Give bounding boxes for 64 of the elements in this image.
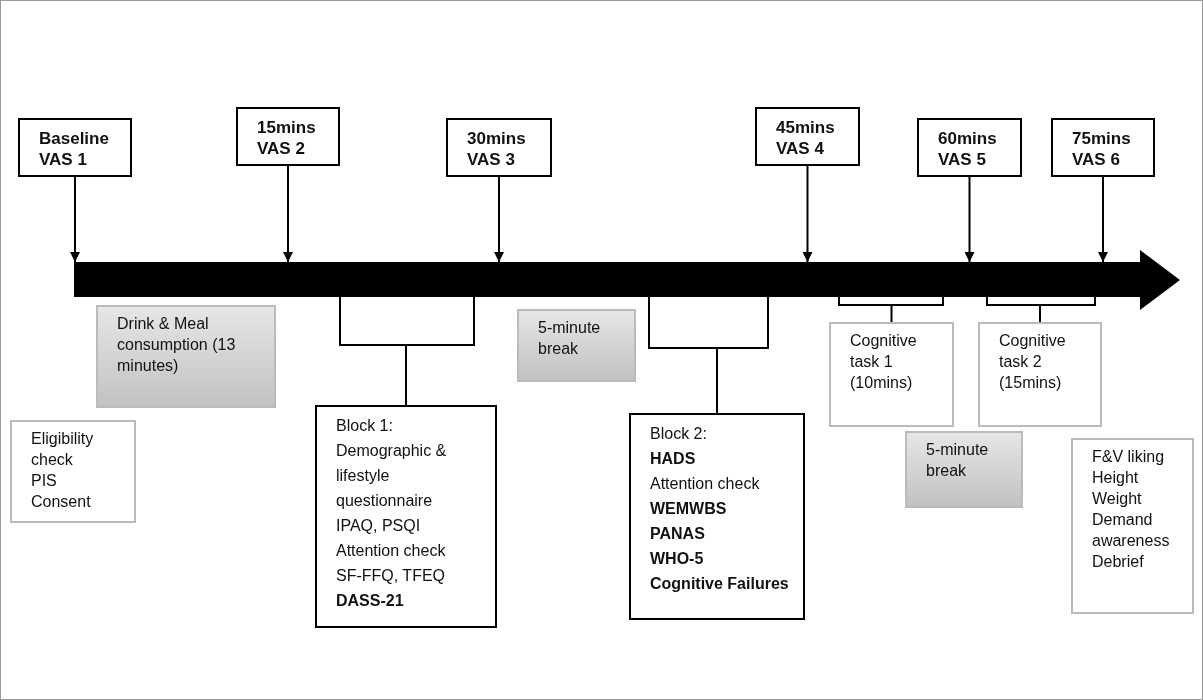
box-text: WHO-5 [650, 549, 704, 569]
box-text: 5-minute break [538, 318, 602, 359]
break-box [517, 309, 636, 382]
box-text: VAS 2 [257, 138, 305, 159]
timepoint-box [1051, 118, 1155, 177]
box-text: VAS 1 [39, 149, 87, 170]
questionnaire-block-box [629, 413, 805, 620]
box-text: Demand awareness [1092, 510, 1171, 551]
timepoint-box [236, 107, 340, 166]
bracket-connector [339, 296, 475, 406]
box-text: 45mins [776, 117, 835, 138]
box-text: Attention check [336, 541, 446, 561]
arrow [802, 165, 813, 263]
timepoint-box [917, 118, 1022, 177]
box-text: PANAS [650, 524, 705, 544]
box-text: 60mins [938, 128, 997, 149]
box-text: Weight [1092, 489, 1142, 509]
box-text: HADS [650, 449, 696, 469]
arrow [1098, 176, 1108, 263]
task-box [978, 322, 1102, 427]
box-text: IPAQ, PSQI [336, 516, 421, 536]
box-text: Cognitive task 1 (10mins) [850, 331, 918, 393]
box-text: Drink & Meal consumption (13 minutes) [117, 314, 237, 376]
timeline-arrow [74, 250, 1180, 310]
timepoint-box [755, 107, 860, 166]
box-text: Cognitive Failures [650, 574, 789, 594]
box-text: Eligibility check [31, 429, 95, 470]
box-text: 30mins [467, 128, 526, 149]
box-text: SF-FFQ, TFEQ [336, 566, 446, 586]
box-text: Cognitive task 2 (15mins) [999, 331, 1067, 393]
arrow [494, 176, 504, 263]
box-text: Attention check [650, 474, 760, 494]
questionnaire-block-box [315, 405, 497, 628]
box-text: Height [1092, 468, 1139, 488]
procedure-box [1071, 438, 1194, 614]
box-text: VAS 6 [1072, 149, 1120, 170]
box-text: Consent [31, 492, 91, 512]
timepoint-box [446, 118, 552, 177]
box-text: VAS 4 [776, 138, 824, 159]
box-text: 15mins [257, 117, 316, 138]
box-text: Block 2: [650, 424, 707, 444]
box-text: WEMWBS [650, 499, 727, 519]
bracket-connector [648, 296, 769, 414]
box-text: DASS-21 [336, 591, 404, 611]
box-text: F&V liking [1092, 447, 1165, 467]
timepoint-box [18, 118, 132, 177]
break-box [905, 431, 1023, 508]
box-text: 75mins [1072, 128, 1131, 149]
bracket-connector [986, 296, 1096, 323]
arrow [964, 176, 975, 263]
arrow [283, 165, 293, 263]
procedure-box [10, 420, 136, 523]
box-text: Block 1: [336, 416, 393, 436]
box-text: VAS 5 [938, 149, 986, 170]
box-text: Demographic & lifestyle questionnaire [336, 441, 448, 511]
activity-box [96, 305, 276, 408]
box-text: VAS 3 [467, 149, 515, 170]
box-text: PIS [31, 471, 57, 491]
box-text: Debrief [1092, 552, 1144, 572]
bracket-connector [838, 296, 944, 323]
task-box [829, 322, 954, 427]
box-text: Baseline [39, 128, 109, 149]
arrow [70, 176, 80, 263]
box-text: 5-minute break [926, 440, 990, 481]
